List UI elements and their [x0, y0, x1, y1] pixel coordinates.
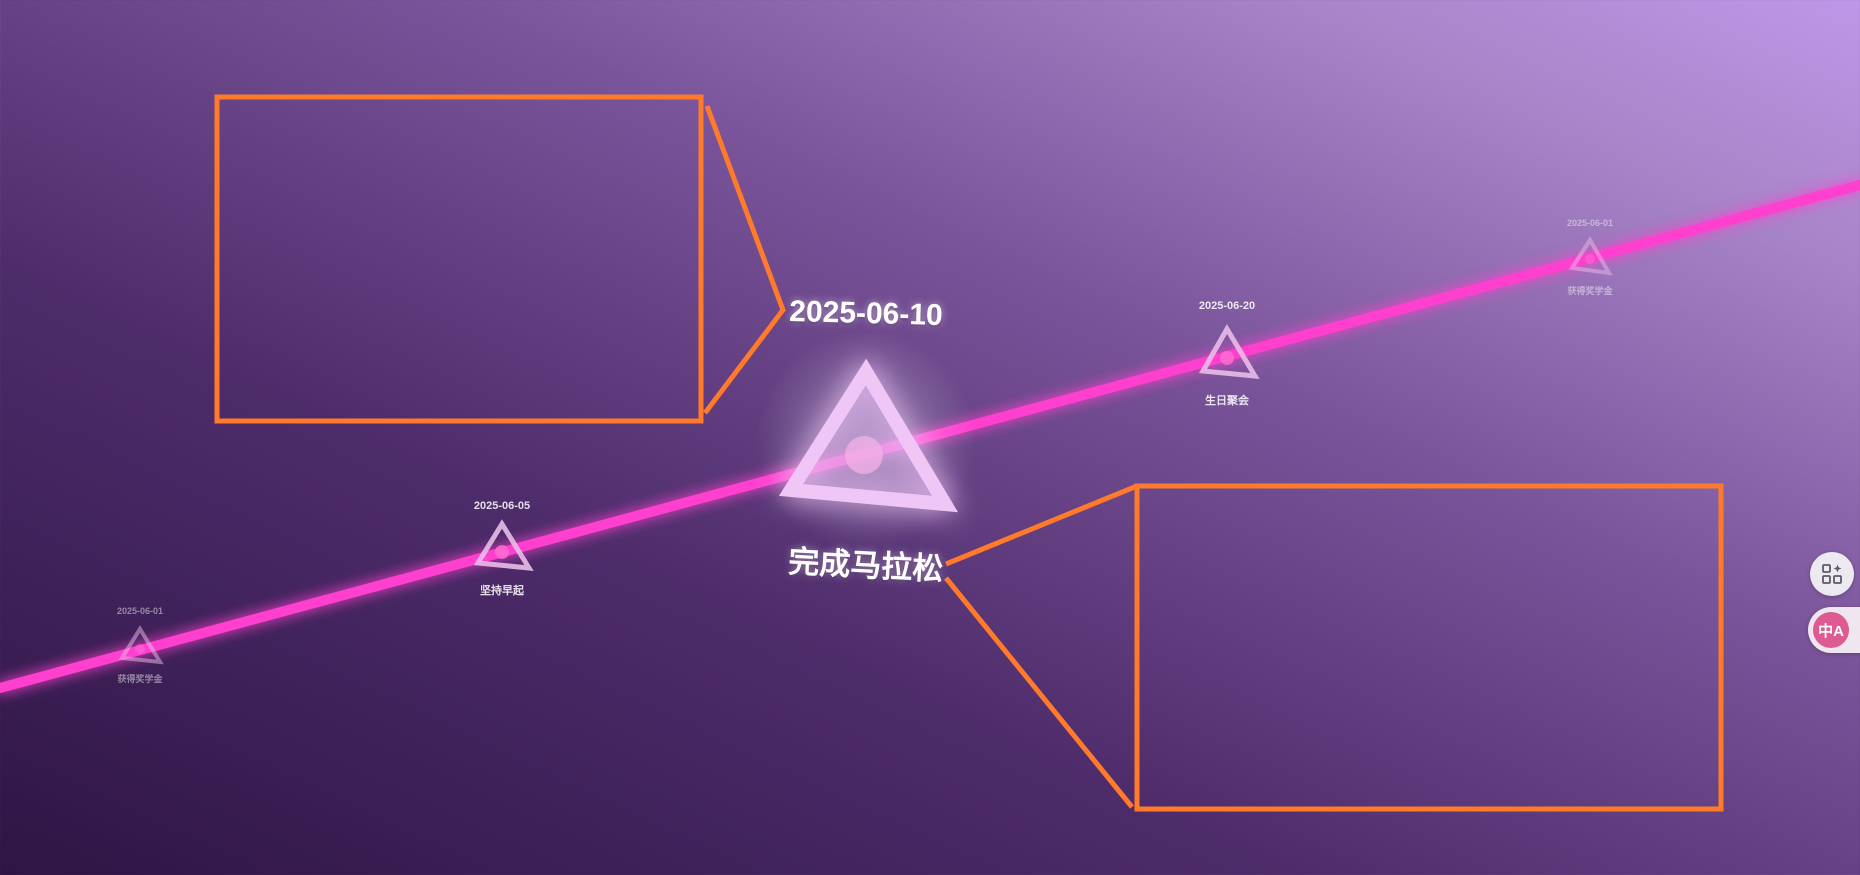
event-title-0605: 坚持早起	[480, 585, 524, 597]
event-date-0601-left: 2025-06-01	[116, 606, 164, 616]
event-title-0601-left: 获得奖学金	[117, 674, 163, 684]
event-marker-0601-right[interactable]	[1568, 236, 1613, 276]
event-title-0620: 生日聚会	[1205, 395, 1249, 407]
annotation-box-date	[214, 94, 786, 424]
event-marker-0605[interactable]	[473, 519, 534, 571]
focused-event-dot	[845, 436, 883, 474]
translate-dock[interactable]: 中A	[1808, 607, 1860, 653]
apps-sparkle-icon	[1822, 564, 1842, 584]
event-marker-0620[interactable]	[1198, 324, 1260, 379]
event-title-0601-right: 获得奖学金	[1567, 286, 1613, 296]
event-marker-0601-left[interactable]	[118, 625, 164, 665]
translate-icon: 中A	[1818, 622, 1844, 640]
event-date-0605: 2025-06-05	[473, 500, 531, 512]
event-date-0601-right: 2025-06-01	[1566, 218, 1614, 228]
annotation-box-title	[944, 483, 1724, 812]
translate-button[interactable]: 中A	[1813, 612, 1849, 648]
event-date-0620: 2025-06-20	[1198, 300, 1256, 312]
focused-event-date: 2025-06-10	[788, 294, 944, 333]
focused-event-title: 完成马拉松	[787, 543, 945, 588]
apps-button[interactable]	[1810, 552, 1854, 596]
